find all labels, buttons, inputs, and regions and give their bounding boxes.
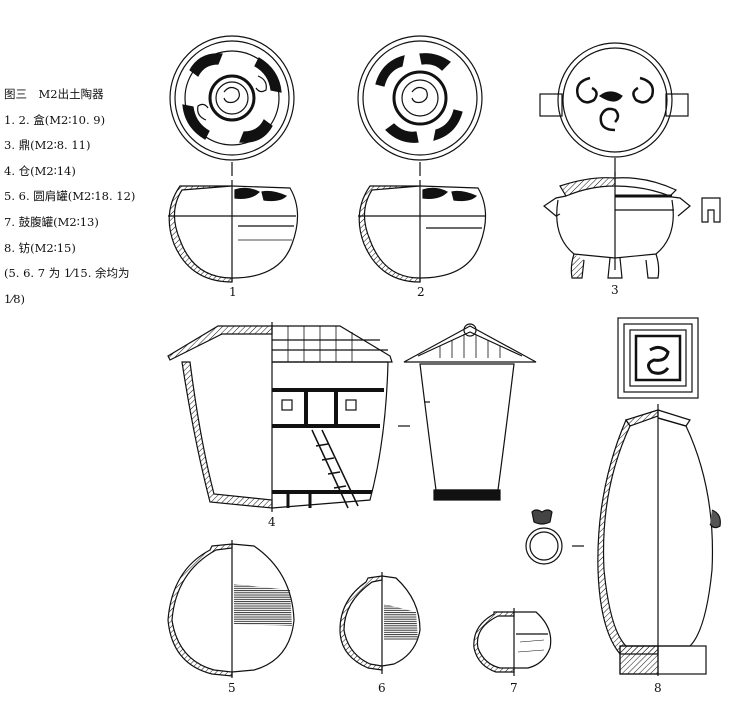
vessel-8-fang-lid-top-view <box>617 317 699 399</box>
caption-line-3: 4. 仓(M2∶14) <box>4 163 76 178</box>
vessel-3-ding-top-view <box>539 42 689 176</box>
vessel-1-box-section <box>168 180 299 283</box>
vessel-2-box-top-view <box>357 35 483 176</box>
figure-label-3: 3 <box>611 283 619 297</box>
vessel-4-granary-section <box>167 322 393 512</box>
vessel-2-box-section <box>358 180 487 283</box>
figure-label-2: 2 <box>417 285 425 299</box>
vessel-3-ding-section <box>542 172 721 279</box>
figure-label-7: 7 <box>510 681 518 695</box>
caption-line-4: 5. 6. 圆肩罐(M2∶18. 12) <box>4 189 136 204</box>
figure-label-1: 1 <box>229 285 237 299</box>
caption-line-8: 1⁄8) <box>4 291 26 306</box>
caption-title: 图三 M2出土陶器 <box>4 87 104 101</box>
vessel-1-box-top-view <box>169 35 295 176</box>
caption-line-2: 3. 鼎(M2∶8. 11) <box>4 138 91 153</box>
caption-line-6: 8. 钫(M2∶15) <box>4 240 76 255</box>
figure-label-8: 8 <box>654 681 662 695</box>
caption-line-5: 7. 鼓腹罐(M2∶13) <box>4 214 99 229</box>
figure-label-5: 5 <box>228 681 236 695</box>
vessel-8-fang-body <box>597 404 721 676</box>
vessel-5-jar <box>167 540 295 678</box>
caption-line-1: 1. 2. 盒(M2∶10. 9) <box>4 112 106 127</box>
vessel-8-handle-ring-detail <box>525 509 584 565</box>
figure-caption: 图三 M2出土陶器 1. 2. 盒(M2∶10. 9) 3. 鼎(M2∶8. 1… <box>4 82 164 312</box>
vessel-6-jar <box>339 572 421 674</box>
figure-label-6: 6 <box>378 681 386 695</box>
vessel-4-granary-side-view <box>398 323 537 501</box>
figure-label-4: 4 <box>268 515 276 529</box>
caption-line-7: (5. 6. 7 为 1⁄15. 余均为 <box>4 266 130 281</box>
vessel-7-jar <box>473 608 552 676</box>
